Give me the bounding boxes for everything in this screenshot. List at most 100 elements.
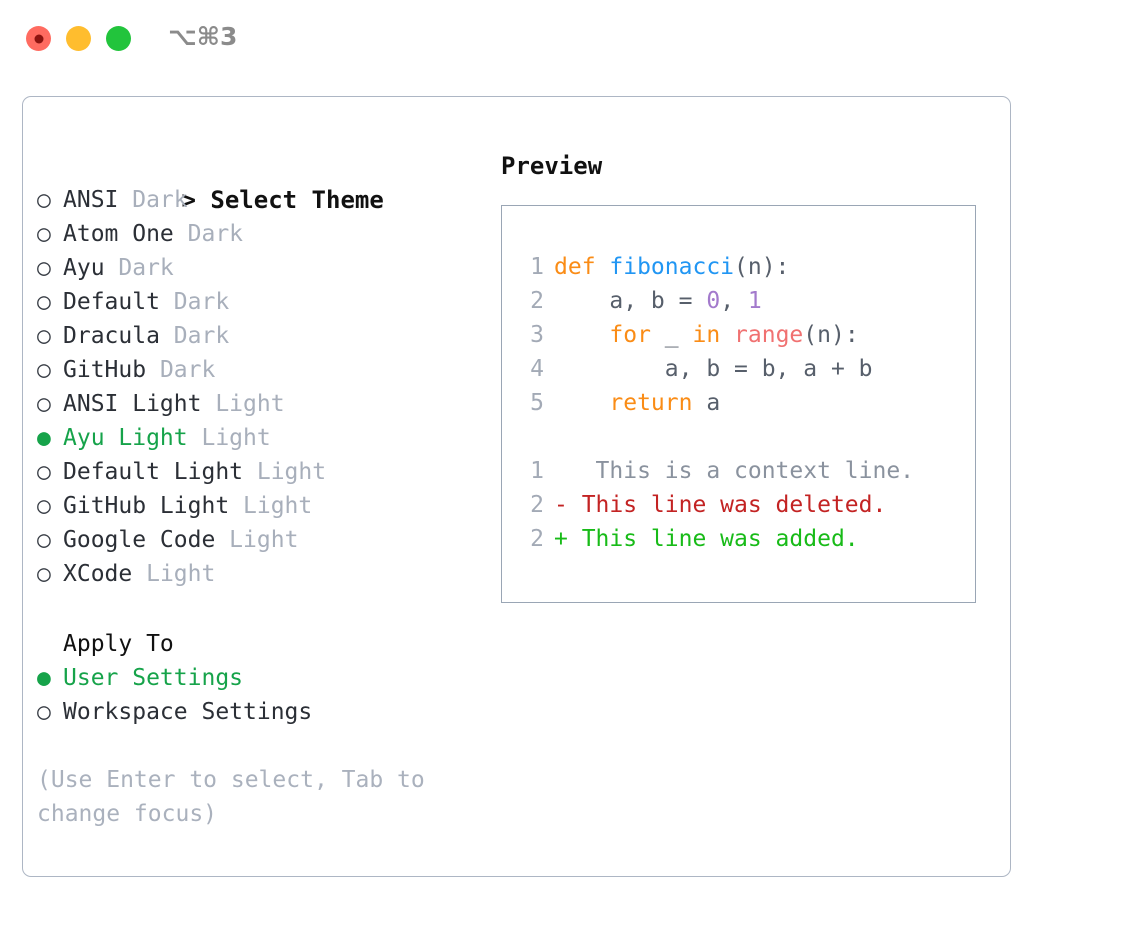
theme-option-label: Google Code <box>63 527 216 553</box>
theme-list: ○ANSI Dark○Atom One Dark○Ayu Dark○Defaul… <box>37 183 497 591</box>
minimize-button-icon[interactable] <box>66 26 91 51</box>
theme-option-google-code[interactable]: ○Google Code Light <box>37 523 497 557</box>
radio-unselected-icon: ○ <box>37 357 51 383</box>
apply-to-option-workspace-settings[interactable]: ○Workspace Settings <box>37 695 497 729</box>
code-token: for <box>609 322 651 348</box>
radio-unselected-icon: ○ <box>37 289 51 315</box>
keyboard-hint-text: (Use Enter to select, Tab to change focu… <box>37 767 439 827</box>
window-controls <box>26 26 131 51</box>
theme-option-github-light[interactable]: ○GitHub Light Light <box>37 489 497 523</box>
line-number: 5 <box>530 390 544 416</box>
code-token <box>554 322 609 348</box>
apply-to-option-label: User Settings <box>63 665 244 691</box>
code-token: , <box>720 288 748 314</box>
radio-unselected-icon: ○ <box>37 561 51 587</box>
maximize-button-icon[interactable] <box>106 26 131 51</box>
theme-option-default-light[interactable]: ○Default Light Light <box>37 455 497 489</box>
theme-option-variant: Dark <box>159 323 230 349</box>
diff-line: 2 - This line was deleted. <box>516 488 969 522</box>
theme-option-xcode[interactable]: ○ XCode Light <box>37 557 497 591</box>
code-token: a <box>692 390 721 416</box>
theme-option-variant: Light <box>229 493 313 519</box>
theme-option-ansi[interactable]: ○ ANSI Dark <box>37 183 497 217</box>
theme-selection-column: > Select Theme ○ANSI Dark○Atom One Dark○… <box>37 149 497 831</box>
diff-lines: 1 This is a context line. 2 - This line wa… <box>516 454 969 556</box>
code-token: (n): <box>803 322 859 348</box>
code-token: return <box>609 390 693 416</box>
code-token: range <box>734 322 804 348</box>
theme-option-label: XCode <box>63 561 133 587</box>
code-token <box>554 390 609 416</box>
theme-option-variant: Dark <box>118 187 188 213</box>
theme-option-dracula[interactable]: ○ Dracula Dark <box>37 319 497 353</box>
line-number: 1 <box>530 458 544 484</box>
code-token <box>720 322 734 348</box>
apply-to-option-user-settings[interactable]: ● User Settings <box>37 661 497 695</box>
line-number: 2 <box>530 526 544 552</box>
theme-option-variant: Light <box>187 425 271 451</box>
theme-option-variant: Light <box>132 561 216 587</box>
code-token: 1 <box>747 288 762 314</box>
theme-option-atom-one[interactable]: ○Atom One Dark <box>37 217 497 251</box>
theme-option-label: ANSI Light <box>63 391 202 417</box>
content-panel: > Select Theme ○ANSI Dark○Atom One Dark○… <box>22 96 1011 877</box>
radio-unselected-icon: ○ <box>37 187 51 213</box>
diff-line: 2 + This line was added. <box>516 522 969 556</box>
theme-option-ayu[interactable]: ○Ayu Dark <box>37 251 497 285</box>
code-token: _ <box>650 322 693 348</box>
preview-heading: Preview <box>501 152 603 180</box>
theme-option-label: Ayu <box>63 255 105 281</box>
theme-option-label: Atom One <box>63 221 174 247</box>
theme-option-variant: Light <box>201 391 285 417</box>
theme-option-default[interactable]: ○Default Dark <box>37 285 497 319</box>
code-token: a, b = b, a + b <box>554 356 873 382</box>
theme-option-label: Default Light <box>63 459 244 485</box>
radio-unselected-icon: ○ <box>37 391 51 417</box>
code-token: (n): <box>734 254 790 280</box>
select-theme-heading: > Select Theme <box>37 149 497 214</box>
line-number: 1 <box>530 254 544 280</box>
code-line: 2 a, b = 0, 1 <box>516 284 969 318</box>
theme-option-variant: Dark <box>146 357 216 383</box>
theme-option-label: Dracula <box>63 323 160 349</box>
line-number: 2 <box>530 288 544 314</box>
theme-option-github[interactable]: ○ GitHub Dark <box>37 353 497 387</box>
theme-option-ayu-light[interactable]: ● Ayu Light Light <box>37 421 497 455</box>
theme-option-label: Ayu Light <box>63 425 188 451</box>
code-line: 4 a, b = b, a + b <box>516 352 969 386</box>
theme-option-label: GitHub <box>63 357 147 383</box>
theme-option-label: GitHub Light <box>63 493 230 519</box>
code-token: a, b = <box>554 288 707 314</box>
theme-option-ansi-light[interactable]: ○ ANSI Light Light <box>37 387 497 421</box>
radio-unselected-icon: ○ <box>37 221 51 247</box>
close-button-icon[interactable] <box>26 26 51 51</box>
code-token: fibonacci <box>609 254 735 280</box>
apply-to-heading: Apply To <box>63 631 174 657</box>
theme-option-label: ANSI <box>63 187 119 213</box>
title-bar: ⌥⌘3 <box>0 0 1140 78</box>
diff-line-text: - This line was deleted. <box>554 492 887 518</box>
code-token: 0 <box>706 288 721 314</box>
radio-unselected-icon: ○ <box>37 527 51 553</box>
keyboard-shortcut-label: ⌥⌘3 <box>168 22 238 51</box>
radio-unselected-icon: ○ <box>37 323 51 349</box>
code-token: in <box>692 322 721 348</box>
radio-unselected-icon: ○ <box>37 255 51 281</box>
radio-selected-icon: ● <box>37 665 51 691</box>
code-line: 3 for _ in range(n): <box>516 318 969 352</box>
diff-line-text: + This line was added. <box>554 526 859 552</box>
diff-line-text: This is a context line. <box>554 458 915 484</box>
line-number: 4 <box>530 356 544 382</box>
line-number: 2 <box>530 492 544 518</box>
select-theme-heading-label: Select Theme <box>210 186 384 214</box>
code-line: 5 return a <box>516 386 969 420</box>
line-number: 3 <box>530 322 544 348</box>
radio-selected-icon: ● <box>37 425 51 451</box>
radio-unselected-icon: ○ <box>37 699 51 725</box>
